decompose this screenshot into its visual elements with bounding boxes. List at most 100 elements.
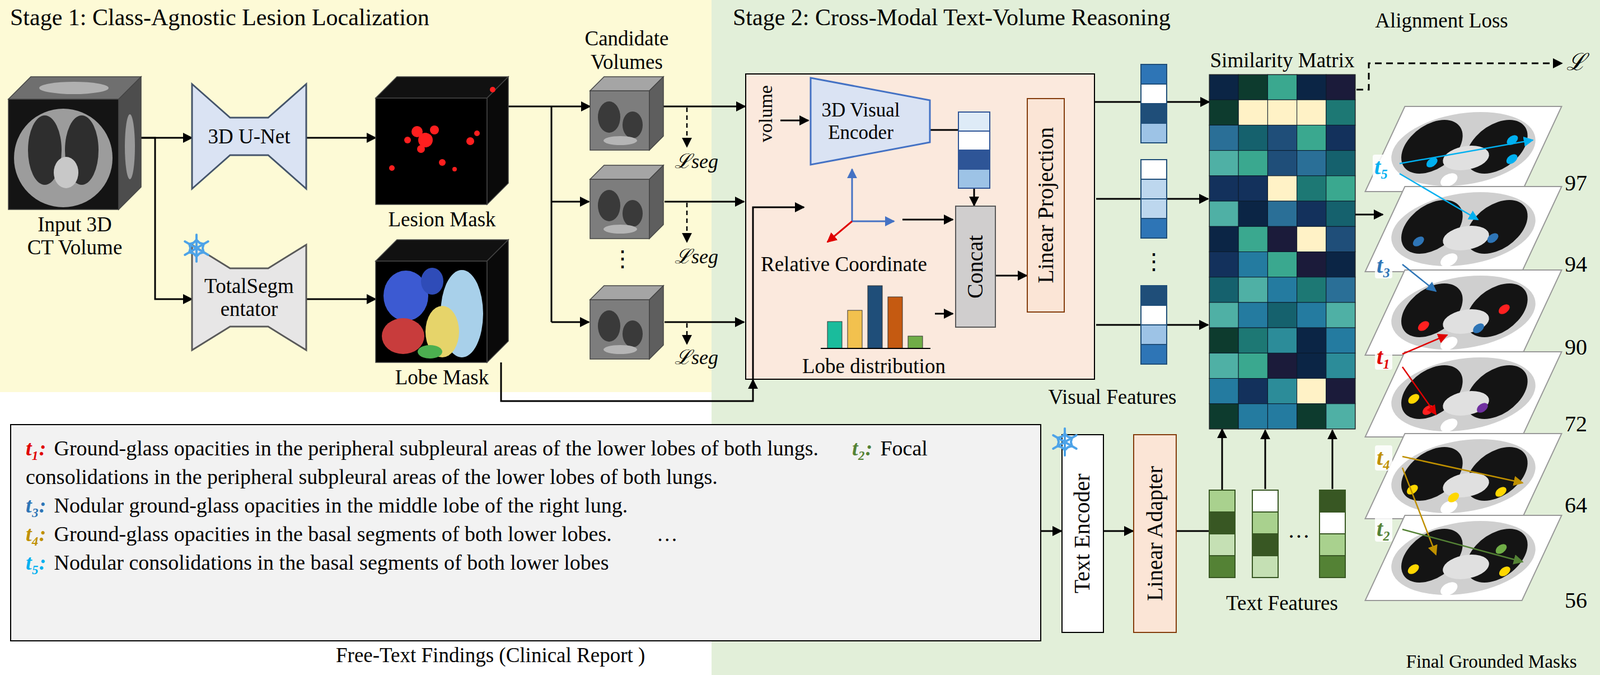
cube-texture bbox=[597, 101, 621, 133]
loss-arrow bbox=[686, 107, 689, 147]
volume-to-encoder bbox=[780, 119, 809, 122]
candidate-cube bbox=[590, 285, 664, 359]
lobe-region bbox=[381, 317, 425, 354]
panel-fill bbox=[745, 73, 1096, 380]
label-holder: 56 bbox=[1564, 587, 1588, 614]
annotation-label: ⋮ bbox=[611, 246, 634, 272]
grounding-leader bbox=[1399, 173, 1478, 220]
lesion-spot bbox=[1446, 492, 1461, 503]
matrix-cell bbox=[1326, 226, 1356, 252]
slice-number: 90 bbox=[1564, 334, 1588, 360]
finding-tag: t₄: bbox=[25, 521, 46, 546]
node-label: Linear Projection bbox=[1033, 127, 1059, 284]
lesion-spot bbox=[1406, 393, 1421, 404]
ct-heart bbox=[53, 156, 79, 189]
alignment-loss-arrow bbox=[1356, 63, 1562, 90]
slice-heart bbox=[1437, 145, 1495, 171]
cube-top bbox=[375, 239, 509, 261]
shape-outline bbox=[192, 83, 307, 189]
slice-plane bbox=[1365, 269, 1562, 355]
matrix-cell bbox=[1267, 99, 1297, 125]
matrix-cell bbox=[1326, 99, 1356, 125]
text-holder: Final Grounded Masks bbox=[1382, 650, 1600, 672]
ct-volume-image bbox=[8, 76, 142, 210]
feature-cell bbox=[958, 150, 990, 170]
matrix-cell bbox=[1297, 99, 1327, 125]
connector-arrow bbox=[141, 137, 193, 299]
lesion-spot bbox=[1496, 303, 1512, 315]
matrix-cell bbox=[1209, 150, 1239, 176]
linear-adapter: Linear Adapter bbox=[1133, 433, 1177, 633]
slice-heart bbox=[1437, 225, 1495, 251]
lesion-mask: Lesion Mask bbox=[375, 76, 509, 205]
matrix-cell bbox=[1209, 124, 1239, 151]
matrix-cell bbox=[1297, 74, 1327, 100]
slice-number: 97 bbox=[1564, 170, 1588, 196]
lobe-region bbox=[420, 267, 444, 295]
node-label: Input 3D CT Volume bbox=[23, 212, 126, 260]
matrix-cell bbox=[1297, 226, 1327, 252]
lobe-region bbox=[417, 344, 443, 359]
slice-plane bbox=[1365, 186, 1562, 272]
node-label: Similarity Matrix bbox=[1210, 48, 1355, 72]
cube-side bbox=[487, 239, 509, 363]
cube-front bbox=[590, 179, 650, 239]
findings-box: t₁:Ground-glass opacities in the periphe… bbox=[10, 423, 1042, 642]
lesion-spot bbox=[1504, 153, 1520, 165]
label-holder: 94 bbox=[1564, 251, 1588, 278]
finding-text: Ground-glass opacities in the basal segm… bbox=[53, 521, 612, 546]
feature-cell bbox=[1209, 489, 1235, 512]
lesion-blob bbox=[389, 165, 395, 171]
text-holder: Linear Projection bbox=[1027, 99, 1064, 312]
snowflake-branch bbox=[199, 242, 204, 245]
cube-texture bbox=[622, 320, 643, 348]
matrix-cell bbox=[1238, 150, 1268, 176]
feature-cell bbox=[1140, 324, 1167, 345]
node-label: TotalSegm entator bbox=[200, 274, 299, 321]
label-holder: ℒseg bbox=[674, 150, 719, 173]
axis-z bbox=[851, 169, 854, 222]
cube-front bbox=[590, 90, 650, 151]
connector-arrow bbox=[1041, 530, 1062, 532]
lesion-blob bbox=[452, 166, 457, 172]
matrix-cell bbox=[1297, 251, 1327, 278]
annotation-label: ℒseg bbox=[674, 345, 719, 369]
histogram-bar bbox=[908, 335, 923, 349]
text-holder: Concat bbox=[956, 206, 995, 327]
node-label: Text Encoder bbox=[1070, 473, 1096, 594]
snowflake-branch bbox=[202, 248, 204, 252]
visual-encoder: 3D Visual Encoder bbox=[810, 77, 930, 165]
snowflake-branch bbox=[193, 239, 197, 243]
finding-tag: t₅: bbox=[25, 550, 46, 574]
matrix-cell bbox=[1238, 74, 1268, 100]
finding-text: Nodular ground-glass opacities in the mi… bbox=[53, 493, 628, 517]
ct-slice bbox=[1365, 106, 1562, 192]
branch-arrow bbox=[551, 200, 589, 203]
connector-arrow bbox=[995, 274, 1027, 277]
matrix-cell bbox=[1209, 74, 1239, 100]
label-holder: ⋮ bbox=[611, 246, 634, 272]
matrix-cell bbox=[1209, 327, 1239, 353]
label-holder: t₂ bbox=[1374, 516, 1393, 542]
matrix-cell bbox=[1297, 200, 1327, 227]
loss-arrow bbox=[686, 323, 689, 344]
linear-projection: Linear Projection bbox=[1026, 97, 1065, 313]
node-label: Linear Adapter bbox=[1142, 465, 1168, 601]
feature-cell bbox=[1140, 198, 1167, 219]
matrix-cell bbox=[1326, 302, 1356, 328]
lesion-spot bbox=[1475, 402, 1490, 413]
annotation-label: ℒ bbox=[1566, 49, 1587, 76]
histogram-to-concat bbox=[934, 312, 953, 315]
text-holder: Lobe Mask bbox=[395, 365, 490, 389]
text-feature-arrow bbox=[1331, 429, 1334, 489]
node-label: 3D U-Net bbox=[208, 124, 291, 148]
matrix-cell bbox=[1238, 124, 1268, 151]
text-holder: Lesion Mask bbox=[387, 207, 496, 231]
annotation-label: Alignment Loss bbox=[1374, 8, 1508, 32]
matrix-cell bbox=[1238, 175, 1268, 201]
ct-slice bbox=[1365, 351, 1562, 437]
findings-line: t₅:Nodular consolidations in the basal s… bbox=[25, 548, 1026, 577]
slice-body bbox=[1376, 275, 1551, 350]
histogram-bar bbox=[827, 321, 842, 349]
feature-cell bbox=[1140, 179, 1167, 199]
